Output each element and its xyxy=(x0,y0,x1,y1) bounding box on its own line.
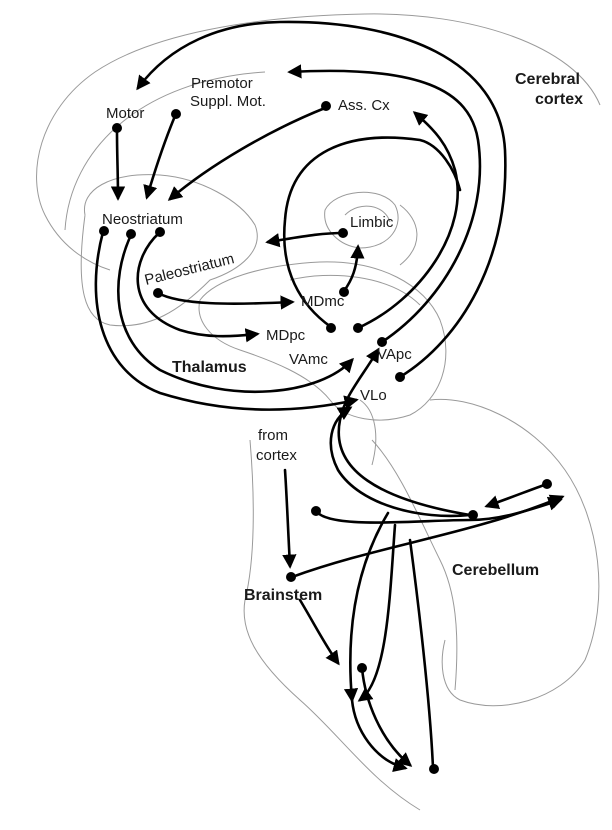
brainstem-descending-arrow xyxy=(300,600,338,663)
brainstem-label: Brainstem xyxy=(244,587,322,604)
descending-3-arrow xyxy=(362,668,410,765)
mdpc-label: MDpc xyxy=(266,327,306,344)
thalamus-outline xyxy=(199,262,446,420)
motor-label: Motor xyxy=(106,105,144,122)
asscx-dot xyxy=(321,101,331,111)
limbic-tail-outline xyxy=(400,205,417,265)
limbic-dot xyxy=(338,228,348,238)
anatomy-outlines xyxy=(37,14,600,810)
cerebellum-dot-2 xyxy=(542,479,552,489)
lower-dot xyxy=(429,764,439,774)
descending-4-arrow xyxy=(410,540,433,768)
neostriatum-dot-2 xyxy=(126,229,136,239)
thalamus-label: Thalamus xyxy=(172,359,247,376)
asscx-label: Ass. Cx xyxy=(338,97,390,114)
limbic-to-paleostriatum-arrow xyxy=(268,233,343,242)
neostriatum-label: Neostriatum xyxy=(102,211,183,228)
mdpc-dot-2 xyxy=(353,323,363,333)
mdmc-to-limbic-arrow xyxy=(344,247,358,291)
descending-dot xyxy=(357,663,367,673)
brainstem-dot xyxy=(286,572,296,582)
descending-5-arrow xyxy=(352,700,405,768)
from-cortex-label-2: cortex xyxy=(256,447,297,464)
vlo-label: VLo xyxy=(360,387,387,404)
cerebellum-loop-arrow xyxy=(487,484,547,506)
vamc-label: VAmc xyxy=(289,351,328,368)
vlo-dot xyxy=(395,372,405,382)
cerebellum-to-vlo-arrow xyxy=(331,408,470,516)
suppl-mot-label: Suppl. Mot. xyxy=(190,93,266,110)
suppl-to-neostriatum-arrow xyxy=(147,116,175,197)
cerebellum-label: Cerebellum xyxy=(452,562,539,579)
cerebral-cortex-label-1: Cerebral xyxy=(515,71,580,88)
brainstem-right-outline xyxy=(360,400,376,465)
descending-1-arrow xyxy=(350,513,388,700)
premotor-label: Premotor xyxy=(191,75,253,92)
vapc-label: VApc xyxy=(377,346,412,363)
labels: Premotor Suppl. Mot. Cerebral cortex Mot… xyxy=(102,71,583,604)
paleostriatum-to-mdmc-arrow xyxy=(158,293,292,304)
neostriatum-dot-3 xyxy=(155,227,165,237)
paleostriatum-dot xyxy=(153,288,163,298)
limbic-label: Limbic xyxy=(350,214,394,231)
dots xyxy=(99,101,552,774)
cerebellum-outline xyxy=(430,399,599,705)
motor-to-neostriatum-arrow xyxy=(117,132,118,198)
mdmc-label: MDmc xyxy=(301,293,345,310)
pathways xyxy=(96,22,562,768)
from-cortex-label-1: from xyxy=(258,427,288,444)
suppl-mot-dot xyxy=(171,109,181,119)
motor-dot xyxy=(112,123,122,133)
brainstem-input-dot xyxy=(311,506,321,516)
from-cortex-to-brainstem-arrow xyxy=(285,470,290,566)
cerebellum-dot-1 xyxy=(468,510,478,520)
cerebral-cortex-label-2: cortex xyxy=(535,91,583,108)
mdpc-dot xyxy=(326,323,336,333)
asscx-to-neostriatum-arrow xyxy=(170,108,325,199)
brain-hemisphere-outline xyxy=(37,14,600,270)
